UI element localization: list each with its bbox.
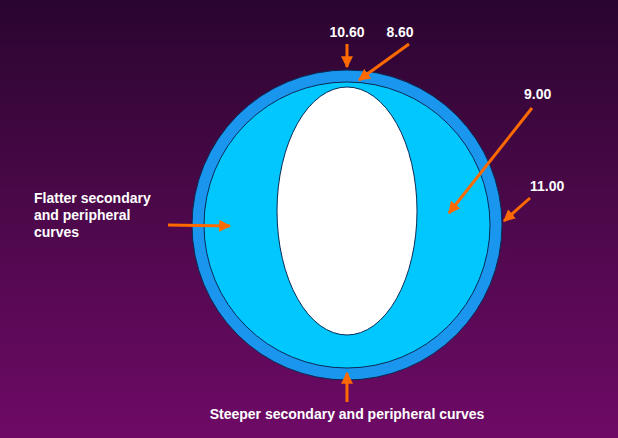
- dimension-label: 11.00: [530, 178, 564, 195]
- optic-zone: [277, 87, 417, 335]
- zone-note: Flatter secondary and peripheral curves: [34, 190, 174, 241]
- leader-arrow: [346, 373, 349, 402]
- leader-arrow: [168, 225, 230, 226]
- leader-arrows: [168, 44, 532, 402]
- secondary-curve-zone: [204, 82, 490, 368]
- peripheral-curve-zone: [192, 70, 502, 380]
- leader-arrow: [504, 198, 530, 221]
- leader-arrow: [359, 44, 409, 80]
- dimension-label: 9.00: [524, 86, 551, 103]
- zone-note: Steeper secondary and peripheral curves: [182, 406, 512, 423]
- dimension-label: 8.60: [386, 24, 413, 41]
- leader-arrow: [449, 108, 532, 213]
- dimension-label: 10.60: [329, 24, 364, 41]
- leader-arrow: [346, 44, 349, 67]
